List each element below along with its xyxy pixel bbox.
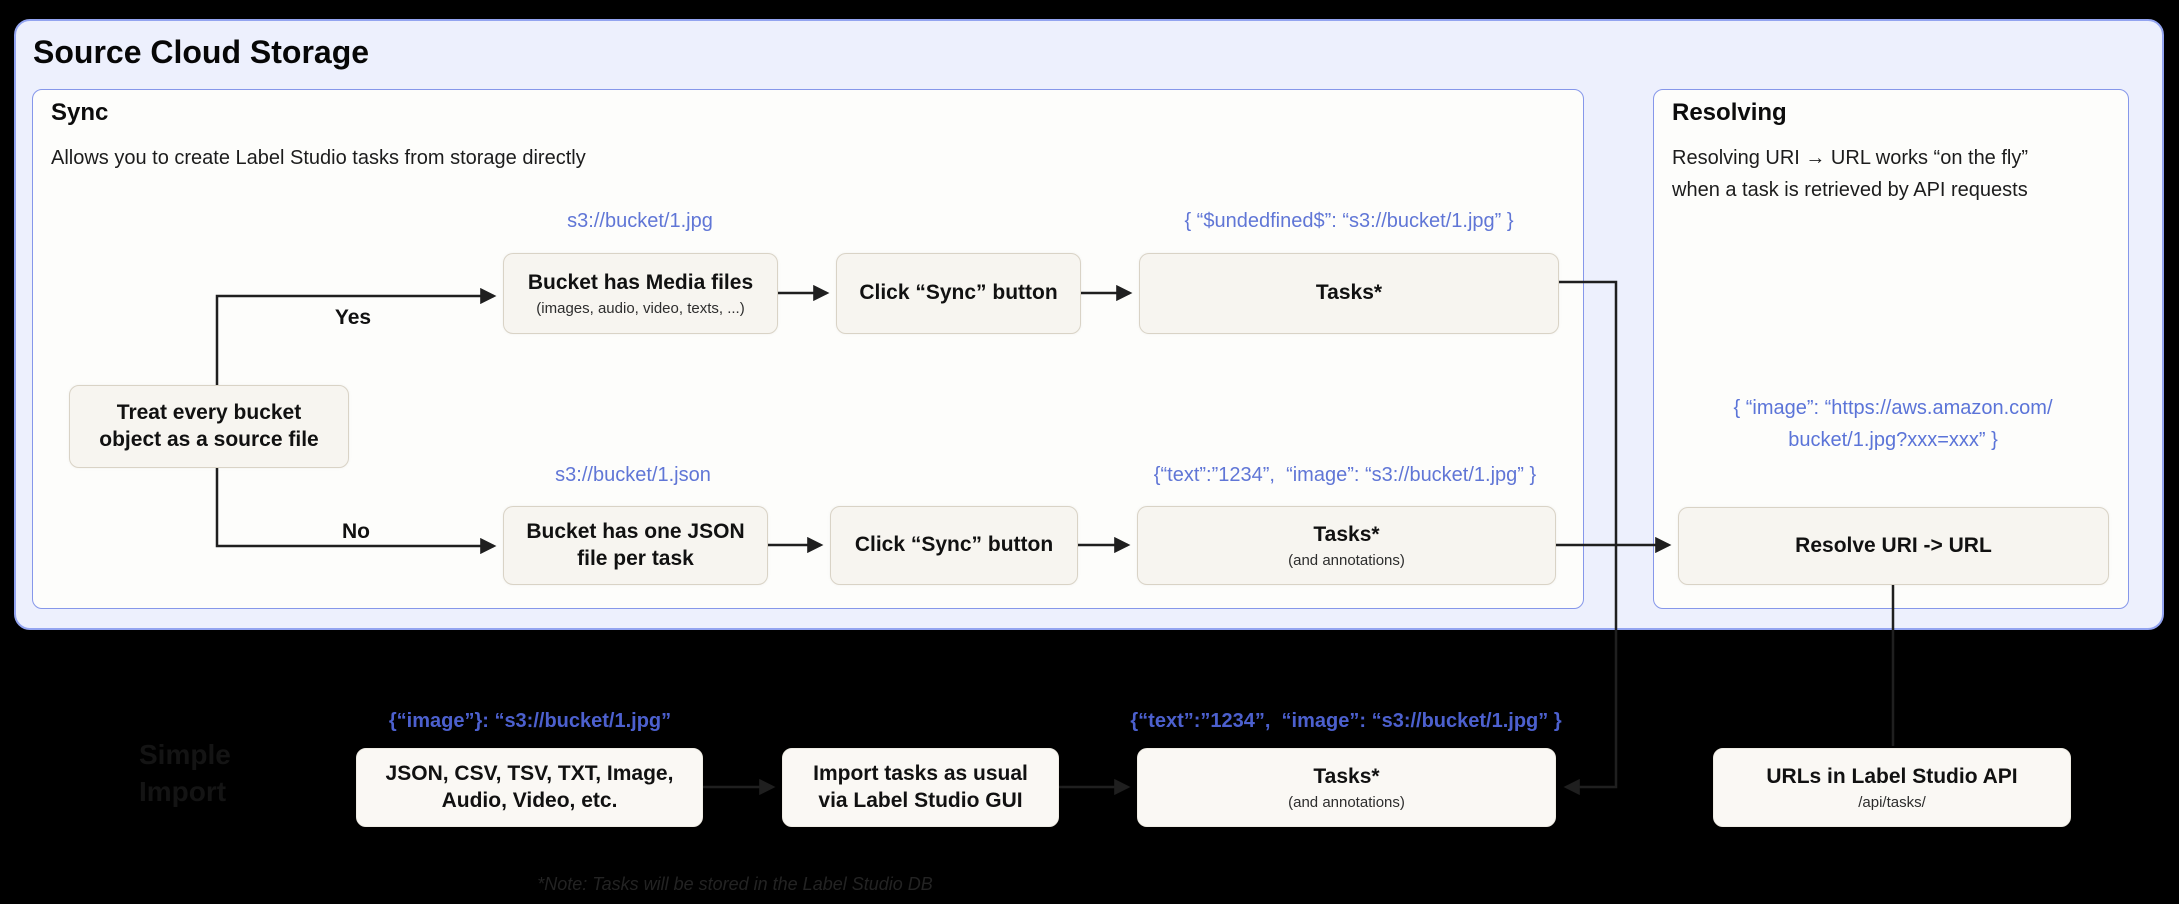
formats-json-label: {“image”}: “s3://bucket/1.jpg” — [388, 710, 672, 732]
node-bucket-media-files: Bucket has Media files (images, audio, v… — [503, 253, 778, 334]
node-urls-label-studio-api: URLs in Label Studio API /api/tasks/ — [1713, 748, 2071, 827]
node-title: Tasks* — [1313, 523, 1380, 547]
resolving-json-line1: { “image”: “https://aws.amazon.com/ — [1733, 397, 2053, 419]
sync-panel-subtitle: Allows you to create Label Studio tasks … — [51, 147, 586, 169]
task-json-label-undefined: { “$undedfined$”: “s3://bucket/1.jpg” } — [1184, 210, 1514, 232]
node-subtitle: (images, audio, video, texts, ...) — [536, 299, 745, 317]
ghost-simple-import-label: Simple Import — [139, 737, 231, 811]
node-resolve-uri-url: Resolve URI -> URL — [1678, 507, 2109, 585]
node-title: Treat every bucket object as a source fi… — [99, 401, 319, 451]
node-title: Tasks* — [1313, 765, 1380, 789]
node-title: Bucket has Media files — [527, 271, 754, 295]
task-json-label-text-image: {“text”:”1234”, “image”: “s3://bucket/1.… — [1153, 464, 1537, 486]
node-title-line1: JSON, CSV, TSV, TXT, Image, — [385, 762, 674, 786]
node-title: Tasks* — [1315, 281, 1383, 305]
node-title: Click “Sync” button — [854, 533, 1054, 557]
node-title: URLs in Label Studio API — [1766, 765, 2018, 789]
node-subtitle: /api/tasks/ — [1858, 793, 1926, 811]
resolving-panel-title: Resolving — [1672, 99, 1787, 126]
edge-label-no: No — [342, 520, 370, 543]
sync-panel-title: Sync — [51, 99, 109, 126]
node-import-tasks-gui: Import tasks as usual via Label Studio G… — [782, 748, 1059, 827]
node-title-line2: via Label Studio GUI — [818, 788, 1023, 812]
node-tasks-1: Tasks* — [1139, 253, 1559, 334]
footnote: *Note: Tasks will be stored in the Label… — [537, 874, 933, 894]
node-tasks-2: Tasks* (and annotations) — [1137, 506, 1556, 585]
resolving-json-line2: bucket/1.jpg?xxx=xxx” } — [1788, 429, 1998, 451]
ghost-line2: Import — [139, 775, 227, 807]
node-title: Resolve URI -> URL — [1795, 533, 1992, 557]
node-click-sync-button-1: Click “Sync” button — [836, 253, 1081, 334]
node-title-line1: Import tasks as usual — [813, 762, 1028, 786]
ghost-line1: Simple — [139, 739, 231, 770]
node-title-line2: Audio, Video, etc. — [441, 788, 618, 812]
node-subtitle: (and annotations) — [1288, 551, 1405, 569]
uri-label-json: s3://bucket/1.json — [555, 464, 711, 486]
resolving-desc-line1: Resolving URI → URL works “on the fly” — [1672, 147, 2029, 169]
uri-label-jpg: s3://bucket/1.jpg — [567, 210, 713, 232]
node-title: Bucket has one JSON file per task — [526, 520, 745, 570]
bottom-tasks-json-label: {“text”:”1234”, “image”: “s3://bucket/1.… — [1130, 710, 1562, 732]
node-title: Click “Sync” button — [859, 281, 1058, 305]
node-file-formats: JSON, CSV, TSV, TXT, Image, Audio, Video… — [356, 748, 703, 827]
node-click-sync-button-2: Click “Sync” button — [830, 506, 1078, 585]
node-bucket-one-json: Bucket has one JSON file per task — [503, 506, 768, 585]
resolving-desc-line2: when a task is retrieved by API requests — [1672, 179, 2028, 201]
node-decision-bucket-source: Treat every bucket object as a source fi… — [69, 385, 349, 468]
node-subtitle: (and annotations) — [1288, 793, 1405, 811]
node-tasks-bottom: Tasks* (and annotations) — [1137, 748, 1556, 827]
page-title: Source Cloud Storage — [33, 34, 370, 70]
edge-label-yes: Yes — [334, 306, 372, 329]
